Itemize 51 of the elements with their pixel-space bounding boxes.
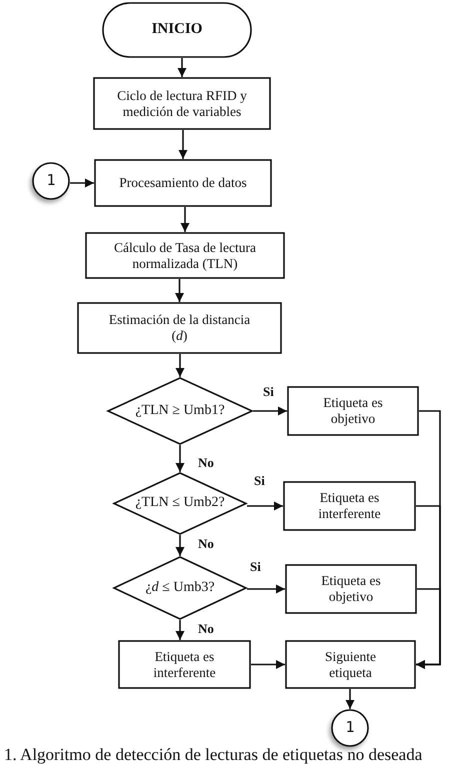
node-text: Etiqueta es objetivo [320,573,382,605]
process-box [285,640,416,689]
decision-diamond [113,472,247,535]
node-text: ¿TLN ≤ Umb2? [135,495,225,512]
arrow [176,354,184,377]
arrow [180,207,190,232]
arrow [175,279,184,302]
process-box [77,302,282,354]
edge-label: No [197,537,215,550]
arrow [247,502,283,510]
node-text: Etiqueta es interferente [317,490,382,522]
edge-label: No [197,456,215,469]
arrow [70,178,94,188]
arrow [247,584,285,594]
node-text: Ciclo de lectura RFID y medición de variables [116,88,248,120]
node-text: Procesamiento de datos [118,175,248,191]
arrow [176,535,184,556]
node-text: Etiqueta es objetivo [322,395,384,427]
arrow [176,445,184,472]
node-text: ¿d ≤ Umb3? [145,580,215,596]
arrow [253,406,287,416]
node-text: ¿TLN ≥ Umb1? [135,402,225,420]
process-box [93,77,271,130]
connector-number: 1 [45,172,57,190]
node-text: INICIO [150,21,204,39]
edge-label: Si [249,560,262,573]
edge-label: No [197,622,215,635]
node-text: Etiqueta es interferente [152,648,217,680]
arrow [251,660,285,669]
arrow [178,130,188,159]
process-box [94,159,272,207]
process-box [118,640,251,689]
node-text: Cálculo de Tasa de lectura normalizada (TLN) [113,240,257,272]
arrow [178,58,186,77]
connector-number: 1 [344,719,356,737]
node-text: Siguiente etiqueta [324,648,377,680]
decision-diamond [113,556,247,620]
edge-label: Si [262,385,275,398]
decision-diamond [107,377,253,445]
connector-circle [331,709,369,747]
figure-caption: 1. Algoritmo de detección de lecturas de etiquetas no deseada [4,745,424,765]
node-text: Estimación de la distancia (d) [108,312,252,344]
arrow [416,588,441,669]
arrow [176,620,184,640]
process-box [285,564,417,614]
process-box [85,232,285,279]
process-box [283,481,416,531]
connector-circle [32,162,70,200]
process-box [287,386,419,436]
arrow [346,689,354,709]
edge-label: Si [253,474,266,487]
